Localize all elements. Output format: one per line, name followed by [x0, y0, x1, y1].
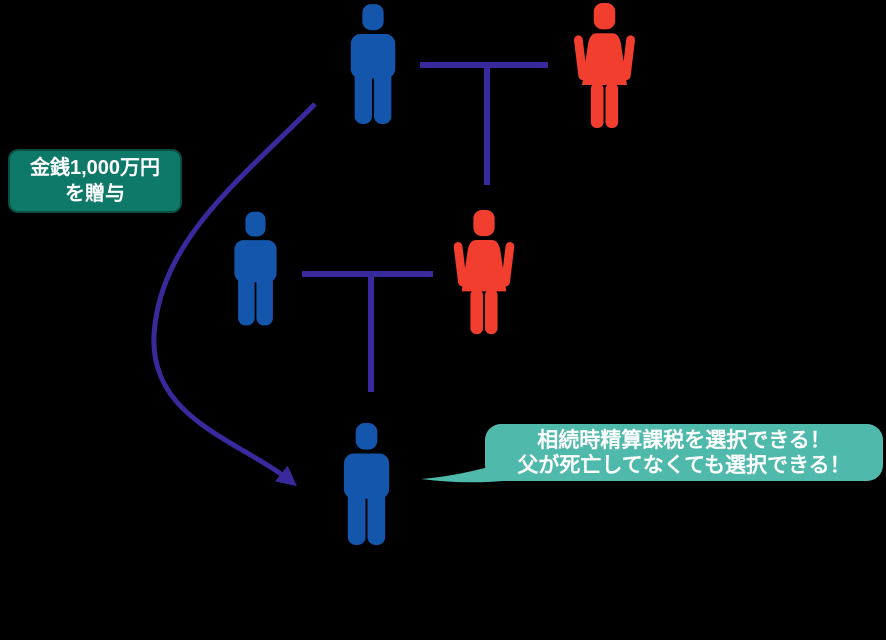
- callout-line2: 父が死亡してなくても選択できる！: [517, 453, 851, 477]
- gift-arrow: [151, 102, 317, 487]
- gift-label: 金銭1,000万円 を贈与: [8, 149, 182, 213]
- gift-label-line2: を贈与: [65, 183, 125, 205]
- female-person-icon-middle: [453, 210, 515, 335]
- male-person-icon-bottom: [343, 423, 390, 545]
- female-person-icon-top: [573, 3, 636, 129]
- callout-line1: 相続時精算課税を選択できる！: [537, 428, 831, 452]
- male-person-icon-top: [350, 4, 396, 124]
- callout-bubble: 相続時精算課税を選択できる！ 父が死亡してなくても選択できる！: [485, 424, 883, 481]
- gift-label-line1: 金銭1,000万円: [29, 157, 161, 179]
- male-person-icon-middle: [234, 211, 277, 326]
